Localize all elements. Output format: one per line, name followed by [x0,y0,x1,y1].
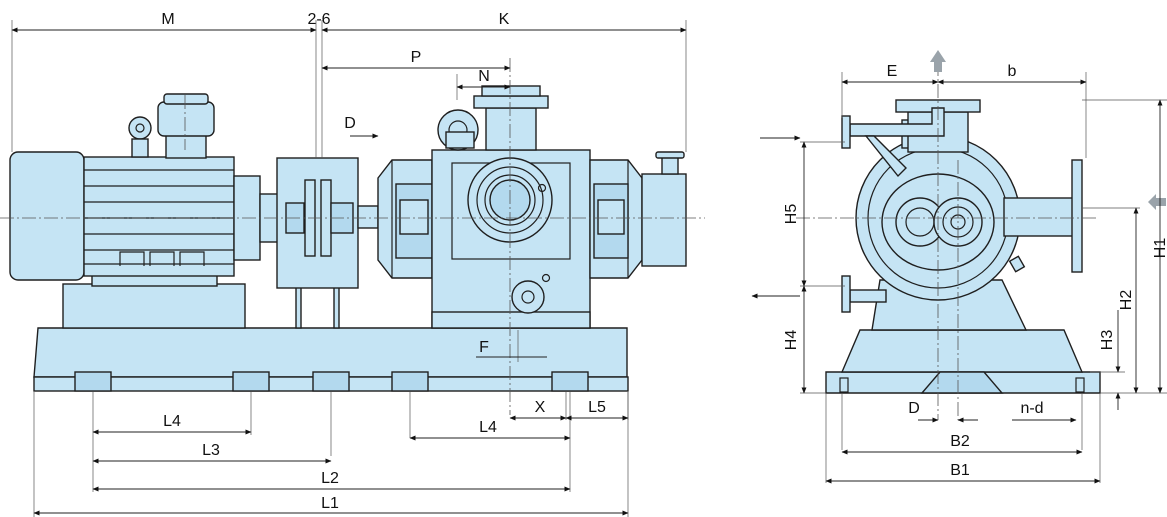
side-dimensions [11,27,687,516]
end-view: E b H5 H4 H1 H2 H3 D n-d B2 B1 [751,50,1167,484]
label-2-6: 2-6 [307,11,330,28]
label-h3: H3 [1099,330,1116,351]
label-h4: H4 [783,330,800,351]
label-l2: L2 [321,470,339,487]
electric-motor [9,93,279,329]
label-b: b [1008,63,1017,80]
lower-pipe [841,275,887,313]
label-b1: B1 [950,462,970,479]
label-b2: B2 [950,433,970,450]
label-l4-left: L4 [163,413,181,430]
label-n-d: n-d [1020,400,1043,417]
label-l1: L1 [321,495,339,512]
label-l3: L3 [202,442,220,459]
flow-arrow-left-icon [1148,194,1166,210]
label-f: F [479,339,489,356]
base-plate [33,327,629,392]
label-n: N [478,68,490,85]
label-m: M [161,11,174,28]
coupling [276,157,379,329]
label-h2: H2 [1118,290,1135,311]
label-e: E [887,63,898,80]
label-h1: H1 [1152,238,1167,259]
label-k: K [499,11,510,28]
pump-body [377,85,687,329]
flow-arrow-up-icon [930,50,946,72]
label-l5: L5 [588,399,606,416]
end-casing [855,119,1083,301]
label-p: P [411,49,422,66]
label-h5: H5 [783,204,800,225]
end-base [825,329,1101,394]
end-dimensions [801,79,1163,484]
label-l4-right: L4 [479,419,497,436]
upper-pipe [841,107,945,178]
side-view: M 2-6 K P N D F X L5 L4 L4 L3 L2 L1 [0,11,705,517]
label-d-direction: D [344,115,356,132]
label-d-shaft: D [908,400,920,417]
label-x: X [535,399,546,416]
